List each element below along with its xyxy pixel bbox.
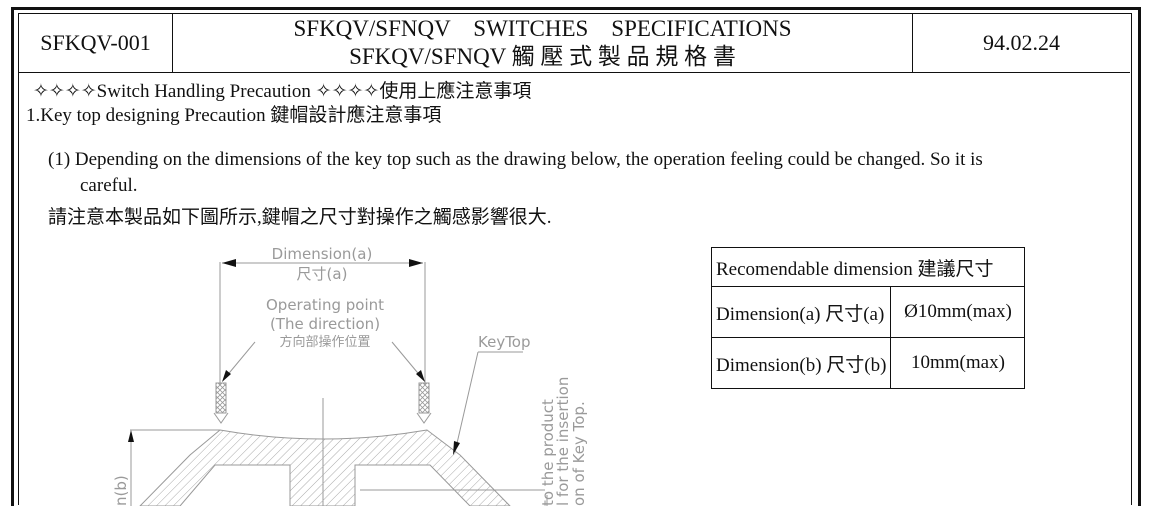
row-label: Dimension(b) 尺寸(b) [710, 337, 892, 389]
note-zh: 請注意本製品如下圖所示,鍵帽之尺寸對操作之觸感影響很大. [48, 207, 552, 228]
dim-a-zh-label: 尺寸(a) [297, 265, 348, 283]
table-row: Dimension(a) 尺寸(a)Ø10mm(max) [710, 286, 1026, 338]
side-note-3: on of Key Top. [570, 401, 588, 506]
side-note-1: to the product [539, 399, 557, 506]
title-en: SFKQV/SFNQV SWITCHES SPECIFICATIONS [293, 15, 792, 41]
doc-title: SFKQV/SFNQV SWITCHES SPECIFICATIONS SFKQ… [173, 13, 912, 73]
table-title: Recomendable dimension 建議尺寸 [710, 247, 1026, 287]
operating-point-label: Operating point [266, 296, 384, 314]
table-row: Dimension(b) 尺寸(b)10mm(max) [710, 337, 1026, 389]
note-line1: (1) Depending on the dimensions of the k… [48, 149, 983, 170]
inner-frame [18, 13, 1132, 505]
side-note-2: l for the insertion [554, 377, 572, 506]
section-heading: ✧✧✧✧Switch Handling Precaution ✧✧✧✧使用上應注… [33, 81, 532, 102]
dimension-table: Recomendable dimension 建議尺寸 Dimension(a)… [710, 247, 1026, 389]
section-subheading: 1.Key top designing Precaution 鍵帽設計應注意事項 [26, 105, 442, 126]
doc-date: 94.02.24 [912, 13, 1130, 73]
row-value: Ø10mm(max) [890, 286, 1026, 338]
title-zh: SFKQV/SFNQV 觸 壓 式 製 品 規 格 書 [349, 43, 736, 69]
direction-label: (The direction) [270, 315, 380, 333]
row-value: 10mm(max) [890, 337, 1026, 389]
keytop-label: KeyTop [478, 333, 531, 351]
doc-id: SFKQV-001 [19, 13, 173, 73]
dim-a-label: Dimension(a) [272, 245, 373, 263]
dim-b-label: n(b) [112, 475, 130, 506]
note-line2: careful. [80, 175, 138, 196]
operating-zh-label: 方向部操作位置 [279, 334, 370, 350]
row-label: Dimension(a) 尺寸(a) [710, 286, 892, 338]
outer-frame [11, 7, 1141, 506]
